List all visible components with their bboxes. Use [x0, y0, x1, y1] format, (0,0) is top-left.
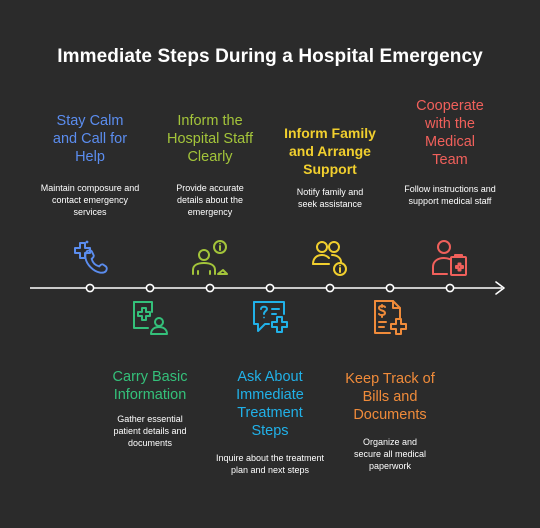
timeline-node-1 [85, 283, 95, 293]
step-description: Maintain composure and contact emergency… [40, 183, 140, 217]
family-info-icon [312, 241, 347, 276]
patient-file-icon [133, 301, 168, 335]
step-ask-treatment: Ask About Immediate Treatment Steps Inqu… [215, 368, 325, 476]
timeline-node-7 [445, 283, 455, 293]
medical-staff-icon [432, 240, 467, 276]
timeline-node-4 [265, 283, 275, 293]
bill-document-icon [374, 300, 407, 335]
timeline-arrow-head [495, 281, 505, 295]
timeline-node-5 [325, 283, 335, 293]
step-keep-track-bills: Keep Track of Bills and Documents Organi… [335, 370, 445, 472]
staff-info-icon [192, 240, 228, 275]
phone-plus-icon [74, 240, 108, 274]
step-inform-staff: Inform the Hospital Staff Clearly Provid… [155, 112, 265, 218]
step-description: Inquire about the treatment plan and nex… [215, 453, 325, 475]
step-title: Cooperate with the Medical Team [416, 98, 484, 168]
step-description: Notify family and seek assistance [296, 187, 364, 209]
step-title: Stay Calm and Call for Help [52, 113, 128, 165]
timeline-node-6 [385, 283, 395, 293]
question-plus-icon [253, 301, 288, 333]
step-title: Carry Basic Information [112, 369, 188, 403]
timeline-node-2 [145, 283, 155, 293]
page-title: Immediate Steps During a Hospital Emerge… [57, 46, 483, 67]
step-carry-information: Carry Basic Information Gather essential… [95, 368, 205, 449]
step-description: Follow instructions and support medical … [404, 184, 496, 206]
step-title: Inform Family and Arrange Support [284, 125, 376, 177]
step-description: Organize and secure all medical paperwor… [353, 437, 427, 471]
step-title: Keep Track of Bills and Documents [345, 371, 435, 423]
step-description: Gather essential patient details and doc… [113, 414, 187, 448]
step-title: Ask About Immediate Treatment Steps [236, 369, 304, 439]
timeline-node-3 [205, 283, 215, 293]
step-stay-calm: Stay Calm and Call for Help Maintain com… [30, 112, 150, 218]
step-description: Provide accurate details about the emerg… [176, 183, 244, 217]
step-cooperate-team: Cooperate with the Medical Team Follow i… [395, 97, 505, 207]
step-inform-family: Inform Family and Arrange Support Notify… [272, 124, 388, 210]
step-title: Inform the Hospital Staff Clearly [167, 113, 253, 165]
